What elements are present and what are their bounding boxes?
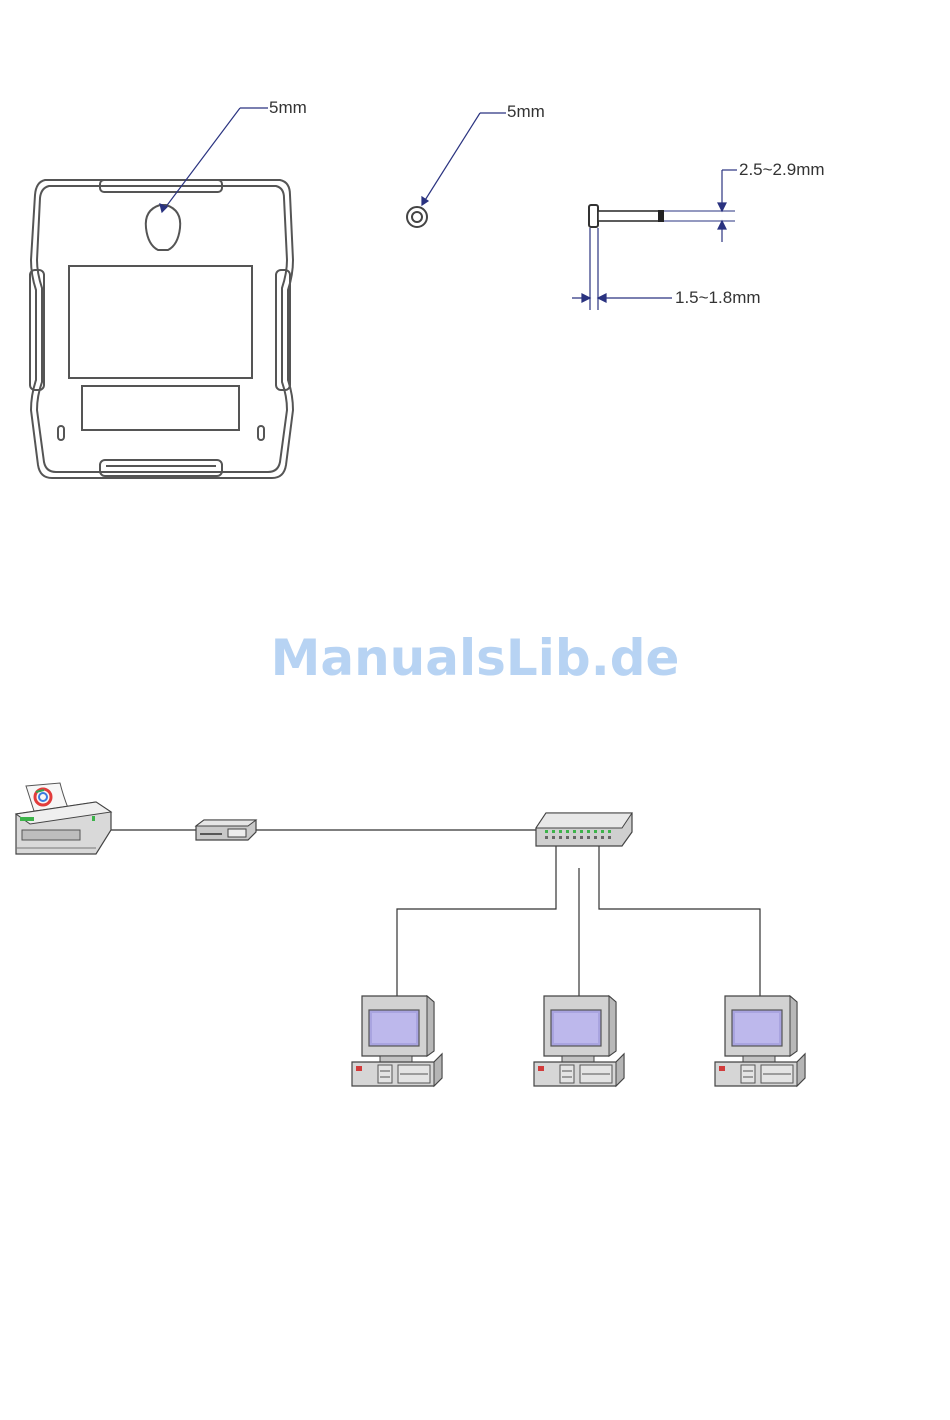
keyhole-dimension-label: 5mm [269,98,307,117]
bottom-clip [100,460,222,476]
head-thickness-dimension [572,228,672,310]
watermark-text: ManualsLib.de [271,629,680,687]
print-server-icon [196,820,256,840]
cable-switch-to-computer-3 [599,845,760,996]
cable-switch-to-computer-1 [397,845,556,996]
network-switch-icon [536,813,632,846]
screw-head-dimension-label: 5mm [507,102,545,121]
printer-icon [16,783,111,854]
screw-head-leader [422,113,506,205]
screw-side-view [589,205,735,227]
shaft-diameter-dimension [718,170,737,242]
computer-icon [352,996,442,1086]
shaft-diameter-label: 2.5~2.9mm [739,160,825,179]
keyhole-leader [160,108,268,212]
head-thickness-label: 1.5~1.8mm [675,288,761,307]
network-cables [111,830,760,996]
lower-panel [82,386,239,430]
device-back-view [30,180,293,478]
computer-icon [534,996,624,1086]
computer-icon [715,996,805,1086]
label-panel [69,266,252,378]
screw-head-top-view [407,207,427,227]
